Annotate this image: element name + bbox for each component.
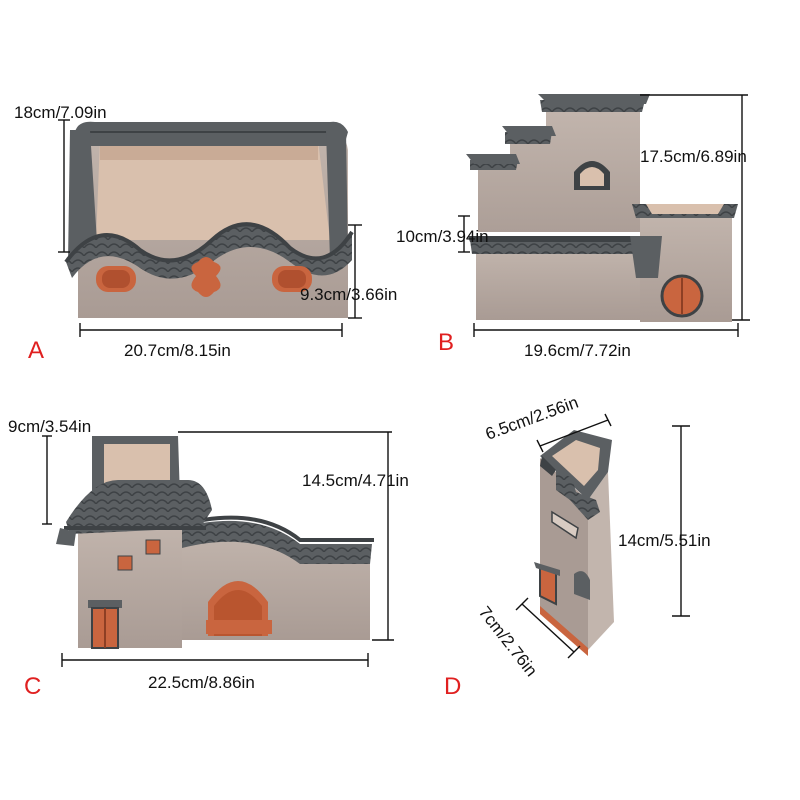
planter-a bbox=[64, 121, 354, 318]
dimension-label-b-height-wall: 10cm/3.94in bbox=[396, 227, 489, 246]
dimension-label-a-height-total: 18cm/7.09in bbox=[14, 103, 107, 122]
dimension-label-b-width: 19.6cm/7.72in bbox=[524, 341, 631, 360]
dimension-label-d-height: 14cm/5.51in bbox=[618, 531, 711, 550]
dimension-lines-a bbox=[58, 119, 362, 337]
panel-letter-b: B bbox=[438, 329, 454, 356]
dimension-label-c-height-tower: 9cm/3.54in bbox=[8, 417, 91, 436]
dimension-label-a-height-wall: 9.3cm/3.66in bbox=[300, 285, 397, 304]
panel-letter-d: D bbox=[444, 673, 461, 700]
planter-b bbox=[466, 94, 738, 322]
dimension-lines-c bbox=[42, 431, 394, 667]
dimension-lines-d bbox=[515, 413, 690, 659]
planter-c bbox=[56, 436, 374, 649]
dimension-lines-b bbox=[458, 94, 750, 337]
panel-letter-a: A bbox=[28, 337, 44, 364]
panel-letter-c: C bbox=[24, 673, 41, 700]
dimension-label-a-width: 20.7cm/8.15in bbox=[124, 341, 231, 360]
dimension-label-d-depth: 7cm/2.76in bbox=[475, 603, 541, 680]
dimension-label-b-height-total: 17.5cm/6.89in bbox=[640, 147, 747, 166]
dimension-label-c-height-total: 14.5cm/4.71in bbox=[302, 471, 409, 490]
planter-d bbox=[534, 430, 614, 656]
dimension-label-c-width: 22.5cm/8.86in bbox=[148, 673, 255, 692]
